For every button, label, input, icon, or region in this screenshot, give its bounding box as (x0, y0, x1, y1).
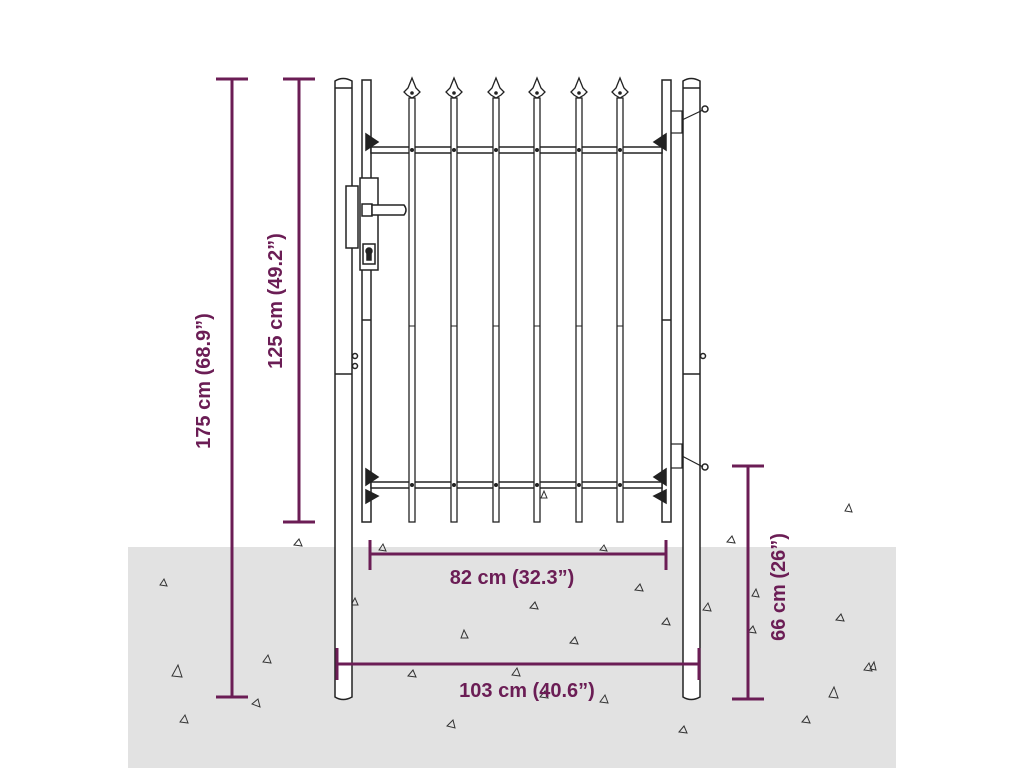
total-height-dimension-line (216, 77, 248, 699)
door-handle (361, 203, 407, 217)
picket (611, 76, 629, 523)
picket (528, 76, 546, 523)
gate-width-dimension-line (368, 540, 668, 570)
picket (403, 76, 421, 523)
ground-area (128, 547, 896, 768)
total-width-label: 103 cm (40.6”) (459, 680, 595, 702)
total-height-label: 175 cm (68.9”) (193, 313, 215, 449)
gate-width-label: 82 cm (32.3”) (450, 567, 575, 589)
gate-frame (361, 79, 672, 523)
gate-height-dimension-line (283, 77, 315, 524)
right-post (682, 77, 709, 701)
dimension-lines (216, 77, 764, 701)
dimension-labels: 175 cm (68.9”) 125 cm (49.2”) 82 cm (32.… (193, 233, 790, 702)
gate-height-label: 125 cm (49.2”) (265, 233, 287, 369)
picket (445, 76, 463, 523)
picket (487, 76, 505, 523)
total-width-dimension-line (335, 648, 701, 680)
pickets (403, 76, 629, 523)
post-height-label: 66 cm (26”) (768, 533, 790, 641)
lock-box (345, 177, 379, 271)
gravel-marks (159, 489, 877, 734)
post-height-dimension-line (732, 464, 764, 701)
picket (570, 76, 588, 523)
